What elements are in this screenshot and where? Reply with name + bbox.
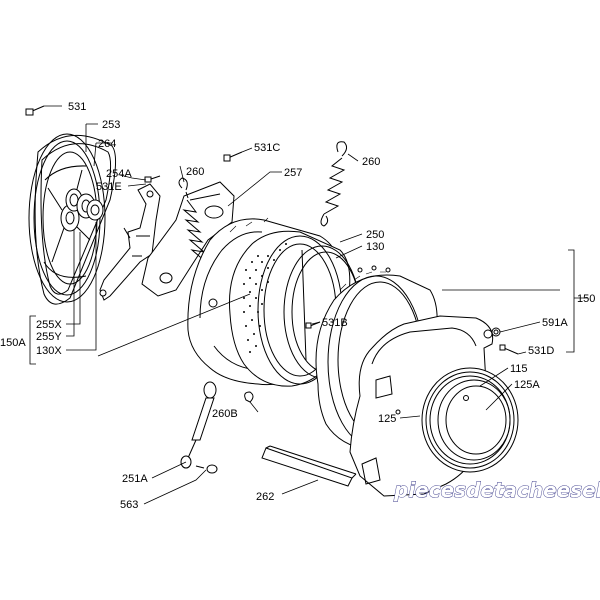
callout-150: 150: [577, 293, 595, 305]
callout-531d: 531D: [528, 345, 554, 357]
callout-260-right: 260: [362, 156, 380, 168]
callout-130x: 130X: [36, 345, 62, 357]
callout-255x: 255X: [36, 319, 62, 331]
callout-254a: 254A: [106, 168, 132, 180]
leader-lines: [29, 105, 588, 505]
callout-251a: 251A: [122, 473, 148, 485]
callout-531e: 531E: [96, 181, 122, 193]
screw-531d: [499, 344, 519, 355]
door-gasket: [421, 367, 519, 473]
callout-115: 115: [510, 363, 528, 375]
spring-right: [320, 141, 348, 227]
screw-531e: [144, 175, 161, 183]
motor-bracket: [99, 183, 161, 301]
callout-125: 125: [378, 413, 396, 425]
callout-260b: 260B: [212, 408, 238, 420]
callout-264: 264: [98, 138, 116, 150]
lifter-strip: [261, 445, 357, 487]
callout-531c: 531C: [254, 142, 280, 154]
callout-255y: 255Y: [36, 331, 62, 343]
tub-bracket: [141, 181, 235, 297]
callout-260-left: 260: [186, 166, 204, 178]
callout-531b: 531B: [322, 317, 348, 329]
callout-591a: 591A: [542, 317, 568, 329]
shock-absorber: [180, 381, 217, 469]
drive-belt: [34, 134, 116, 305]
watermark-text: piecesdetacheeselec.com: [393, 478, 600, 502]
callout-262: 262: [256, 491, 274, 503]
callout-labels: 531 253 264 254A 531E 260 531C 260 257 2…: [0, 101, 595, 511]
callout-130: 130: [366, 241, 384, 253]
screw-591a: [491, 327, 501, 337]
callout-563: 563: [120, 499, 138, 511]
clip-260b: [244, 391, 254, 403]
callout-253: 253: [102, 119, 120, 131]
screw-531: [25, 105, 45, 116]
pulley-nut-washers: [65, 188, 104, 221]
callout-150a: 150A: [0, 337, 26, 349]
drum-perforations: [243, 243, 287, 353]
callout-125a: 125A: [514, 379, 540, 391]
bolt-563: [195, 464, 218, 474]
callout-531: 531: [68, 101, 86, 113]
callout-257: 257: [284, 167, 302, 179]
screw-531c: [223, 151, 243, 162]
callout-250: 250: [366, 229, 384, 241]
